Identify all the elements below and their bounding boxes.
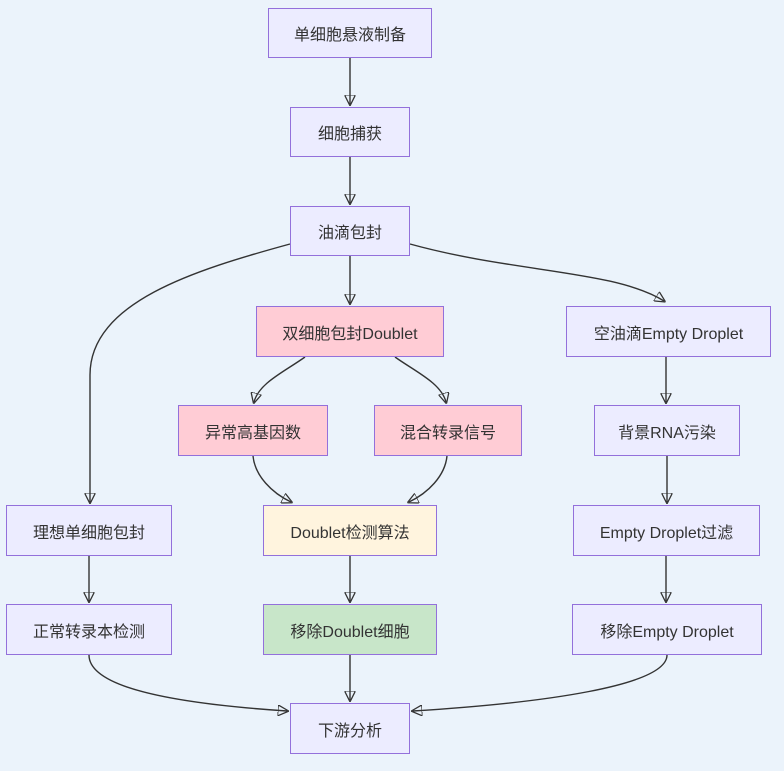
edge-doublet-highgene <box>254 356 306 402</box>
edge-droplet-ideal <box>90 243 291 502</box>
edge-normal-downstream <box>88 654 287 711</box>
edge-highgene-algo <box>252 455 291 502</box>
node-high-gene-count: 异常高基因数 <box>178 405 328 456</box>
edge-droplet-empty <box>409 243 664 301</box>
node-doublet: 双细胞包封Doublet <box>256 306 444 357</box>
node-empty-droplet-filter: Empty Droplet过滤 <box>573 505 760 556</box>
node-droplet-encapsulation: 油滴包封 <box>290 206 410 256</box>
node-mixed-signal: 混合转录信号 <box>374 405 522 456</box>
node-normal-transcript: 正常转录本检测 <box>6 604 172 655</box>
edge-doublet-mixedsignal <box>394 356 446 402</box>
node-empty-droplet: 空油滴Empty Droplet <box>566 306 771 357</box>
node-ideal-single-cell: 理想单细胞包封 <box>6 505 172 556</box>
node-cell-capture: 细胞捕获 <box>290 107 410 157</box>
node-background-rna: 背景RNA污染 <box>594 405 740 456</box>
node-single-cell-prep: 单细胞悬液制备 <box>268 8 432 58</box>
node-remove-empty-droplet: 移除Empty Droplet <box>572 604 762 655</box>
node-downstream-analysis: 下游分析 <box>290 703 410 754</box>
node-doublet-detection-algo: Doublet检测算法 <box>263 505 437 556</box>
edge-removeempty-downstream <box>413 654 668 711</box>
edge-mixedsignal-algo <box>409 455 448 502</box>
node-remove-doublet: 移除Doublet细胞 <box>263 604 437 655</box>
